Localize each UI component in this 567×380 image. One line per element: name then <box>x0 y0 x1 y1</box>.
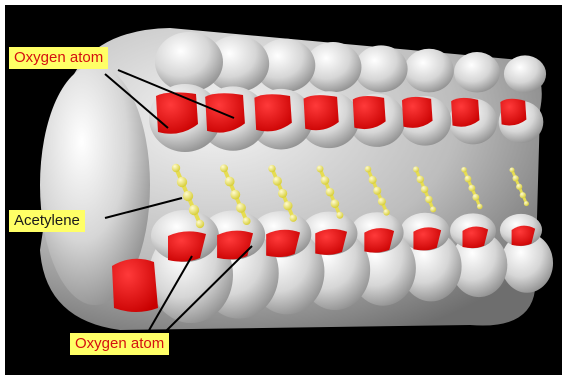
acetylene-atom <box>278 189 287 198</box>
oxygen-patch-upper <box>254 94 291 131</box>
acetylene-atom <box>477 204 483 210</box>
acetylene-atom <box>236 203 246 213</box>
acetylene-atom <box>317 165 324 172</box>
acetylene-atom <box>273 176 282 185</box>
acetylene-atom <box>413 166 419 172</box>
acetylene-atom <box>365 166 371 172</box>
surface-layer <box>40 28 553 330</box>
acetylene-atom <box>468 185 475 192</box>
acetylene-atom <box>383 209 389 215</box>
oxygen-atom-label-bottom: Oxygen atom <box>70 333 169 355</box>
acetylene-atom <box>461 167 467 173</box>
oxygen-patch-upper <box>156 92 198 133</box>
acetylene-atom <box>196 220 204 228</box>
acetylene-atom <box>512 175 518 181</box>
acetylene-atom <box>243 217 251 225</box>
surface-lobe-top <box>155 32 223 92</box>
acetylene-atom <box>336 212 343 219</box>
surface-lobe-top <box>354 45 407 92</box>
surface-lobe-top <box>404 49 454 93</box>
acetylene-atom <box>524 201 529 206</box>
acetylene-atom <box>290 214 297 221</box>
surface-lobe-top <box>504 55 546 92</box>
acetylene-atom <box>421 186 428 193</box>
acetylene-atom <box>378 198 386 206</box>
acetylene-atom <box>172 164 180 172</box>
acetylene-atom <box>465 175 472 182</box>
acetylene-atom <box>417 176 424 183</box>
oxygen-patch-front <box>112 259 158 312</box>
oxygen-patch-upper <box>304 95 339 130</box>
oxygen-patch-upper <box>451 98 479 127</box>
oxygen-patch-upper <box>205 93 245 132</box>
acetylene-atom <box>373 187 381 195</box>
acetylene-atom <box>369 176 377 184</box>
oxygen-patch-upper <box>402 97 433 128</box>
acetylene-atom <box>268 165 275 172</box>
acetylene-atom <box>177 177 187 187</box>
acetylene-atom <box>509 167 514 172</box>
acetylene-atom <box>331 199 340 208</box>
oxygen-atom-label-top: Oxygen atom <box>9 47 108 69</box>
acetylene-atom <box>520 192 526 198</box>
acetylene-atom <box>225 177 235 187</box>
oxygen-patch-lower <box>512 226 536 246</box>
acetylene-label: Acetylene <box>9 210 85 232</box>
acetylene-atom <box>472 194 479 201</box>
acetylene-atom <box>283 201 292 210</box>
acetylene-atom <box>183 191 193 201</box>
acetylene-atom <box>326 188 335 197</box>
acetylene-atom <box>425 196 432 203</box>
acetylene-atom <box>516 184 522 190</box>
acetylene-atom <box>220 164 228 172</box>
acetylene-atom <box>321 176 330 185</box>
oxygen-patch-upper <box>353 96 386 129</box>
acetylene-atom <box>430 206 436 212</box>
oxygen-patch-lower <box>463 226 489 248</box>
acetylene-atom <box>230 190 240 200</box>
surface-lobe-top <box>454 52 500 92</box>
oxygen-patch-upper <box>500 99 526 126</box>
acetylene-atom <box>189 205 199 215</box>
